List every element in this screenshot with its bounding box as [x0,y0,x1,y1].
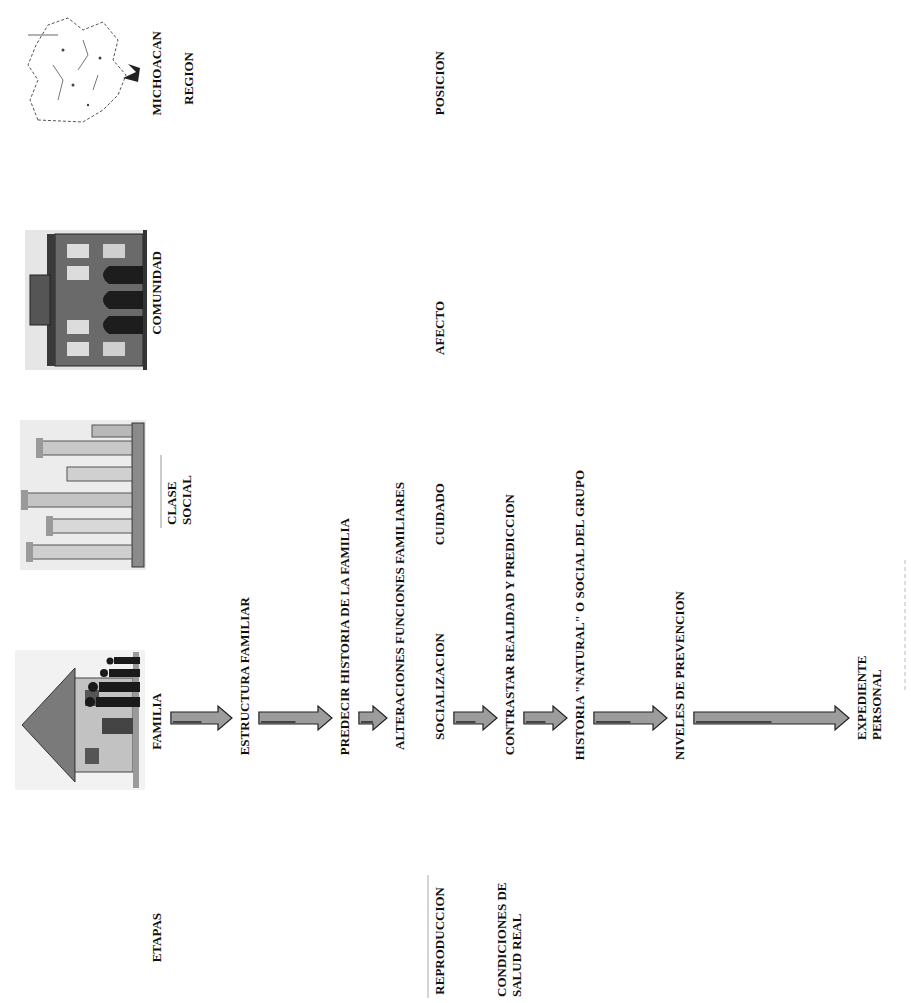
block-arrow [454,706,497,730]
scale-label: COMUNIDAD [150,251,165,335]
block-arrow [259,706,332,730]
scale-label: REGION [182,52,197,105]
condition-label: CONDICIONES DE SALUD REAL [495,855,525,997]
arrow-shade [173,721,202,723]
arrow-shade [361,721,373,723]
function-label: POSICION [433,51,448,115]
block-arrow [524,706,567,730]
node-text: POSICION [433,51,448,115]
node-text: FAMILIA [150,693,165,750]
node-text: PREDECIR HISTORIA DE LA FAMILIA [338,518,353,755]
arrow-shape [259,706,332,730]
stage-step: NIVELES DE PREVENCION [673,591,688,760]
stage-step: PREDECIR HISTORIA DE LA FAMILIA [338,518,353,755]
stage-step: HISTORIA "NATURAL" O SOCIAL DEL GRUPO [573,470,588,760]
arrow-shape [524,706,567,730]
stage-step: EXPEDIENTE PERSONAL [855,634,885,740]
arrow-shade [261,721,296,723]
rule-line [161,455,162,528]
function-label: SOCIALIZACION [433,633,448,740]
block-arrow [594,706,667,730]
stage-step: CONTRASTAR REALIDAD Y PREDICCION [503,494,518,755]
block-arrow [359,706,387,730]
rule-line [428,875,429,998]
node-text: CONTRASTAR REALIDAD Y PREDICCION [503,494,518,755]
stage-step: ALTERACIONES FUNCIONES FAMILIARES [393,482,408,750]
node-text: REPRODUCCION [433,887,448,995]
arrow-shade [456,721,476,723]
arrow-shape [171,706,232,730]
rule-line [905,560,906,690]
scale-label: CLASE SOCIAL [165,453,195,525]
node-text: ALTERACIONES FUNCIONES FAMILIARES [393,482,408,750]
node-text: AFECTO [433,301,448,355]
column-heading: ETAPAS [150,913,165,962]
function-label: CUIDADO [433,483,448,545]
node-text: SOCIALIZACION [433,633,448,740]
node-text: NIVELES DE PREVENCION [673,591,688,760]
arrow-shape [694,706,849,730]
arrow-shape [454,706,497,730]
house-picture [15,650,145,790]
node-text: EXPEDIENTE PERSONAL [855,634,885,740]
arrow-shape [359,706,387,730]
arrow-shade [596,721,631,723]
columns-picture [20,420,146,570]
node-text: ESTRUCTURA FAMILIAR [238,597,253,755]
function-label: REPRODUCCION [433,887,448,995]
scale-label: MICHOACAN [150,31,165,116]
arrow-shade [696,721,772,723]
node-text: HISTORIA "NATURAL" O SOCIAL DEL GRUPO [573,470,588,760]
arrow-shape [594,706,667,730]
map-picture [28,18,140,122]
stage-step: ESTRUCTURA FAMILIAR [238,597,253,755]
function-label: AFECTO [433,301,448,355]
arrow-shade [526,721,546,723]
block-arrow [694,706,849,730]
block-arrow [171,706,232,730]
node-text: CUIDADO [433,483,448,545]
stage-step: FAMILIA [150,693,165,750]
building-picture [25,230,147,370]
